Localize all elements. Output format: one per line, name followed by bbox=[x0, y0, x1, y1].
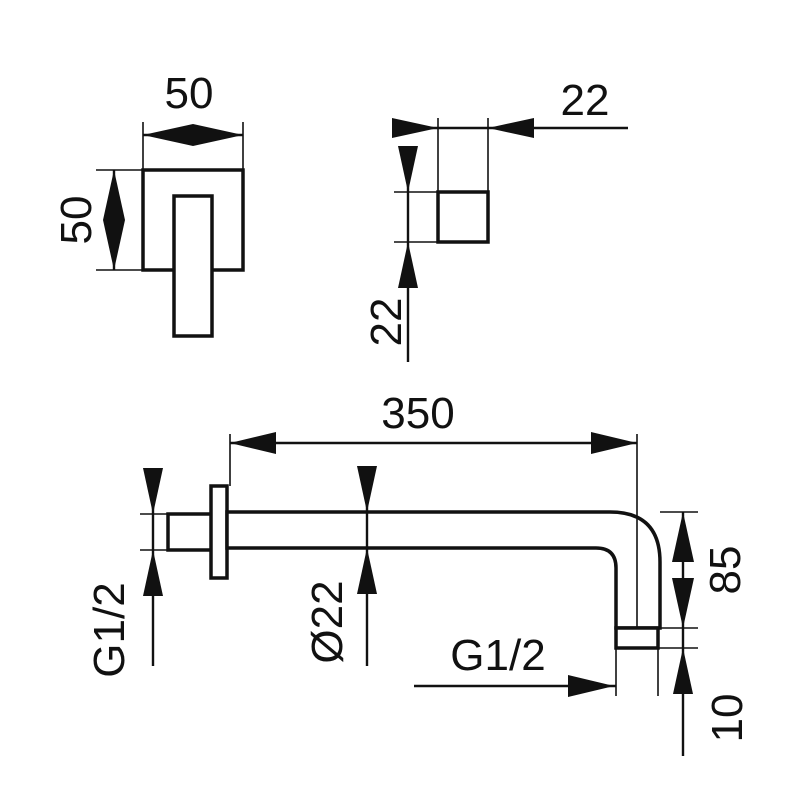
arrowhead bbox=[398, 242, 418, 288]
arrowhead bbox=[672, 512, 694, 562]
length-dimension-label: 350 bbox=[381, 389, 454, 438]
inlet-thread bbox=[166, 512, 214, 552]
arrowhead bbox=[591, 432, 637, 454]
outlet-thread bbox=[614, 626, 660, 650]
arm-section-square bbox=[436, 190, 490, 244]
arrowhead bbox=[357, 548, 377, 594]
diameter-dimension-label: Ø22 bbox=[303, 580, 352, 663]
arrowhead bbox=[398, 146, 418, 192]
escutcheon-front-view: 50 50 bbox=[52, 69, 245, 338]
arrowhead bbox=[673, 648, 693, 694]
width-dimension-label: 50 bbox=[165, 69, 214, 118]
arrowhead bbox=[143, 468, 163, 514]
width-dimension-label: 22 bbox=[561, 76, 610, 125]
outlet-thread-label: G1/2 bbox=[450, 631, 545, 680]
arm-stub-rect bbox=[172, 194, 214, 338]
arrowhead bbox=[230, 432, 276, 454]
arrowhead bbox=[568, 675, 614, 697]
drop-dimension-label: 85 bbox=[701, 546, 750, 595]
arrowhead bbox=[103, 170, 125, 220]
arrowhead bbox=[488, 118, 534, 138]
arrowhead bbox=[143, 124, 193, 146]
height-dimension-label: 50 bbox=[52, 196, 101, 245]
arrowhead bbox=[103, 220, 125, 270]
arm-tube bbox=[225, 510, 662, 630]
arrowhead bbox=[392, 118, 438, 138]
shower-arm-side-view: 350 G1/2 Ø22 G1/2 85 10 bbox=[85, 389, 752, 756]
wall-flange bbox=[209, 484, 229, 580]
inlet-thread-label: G1/2 bbox=[85, 582, 134, 677]
outlet-height-dimension-label: 10 bbox=[703, 694, 752, 743]
arrowhead bbox=[193, 124, 243, 146]
height-dimension-label: 22 bbox=[362, 298, 411, 347]
arrowhead bbox=[143, 550, 163, 596]
arm-section-view: 22 22 bbox=[362, 76, 628, 362]
arrowhead bbox=[672, 578, 694, 628]
arrowhead bbox=[357, 466, 377, 512]
